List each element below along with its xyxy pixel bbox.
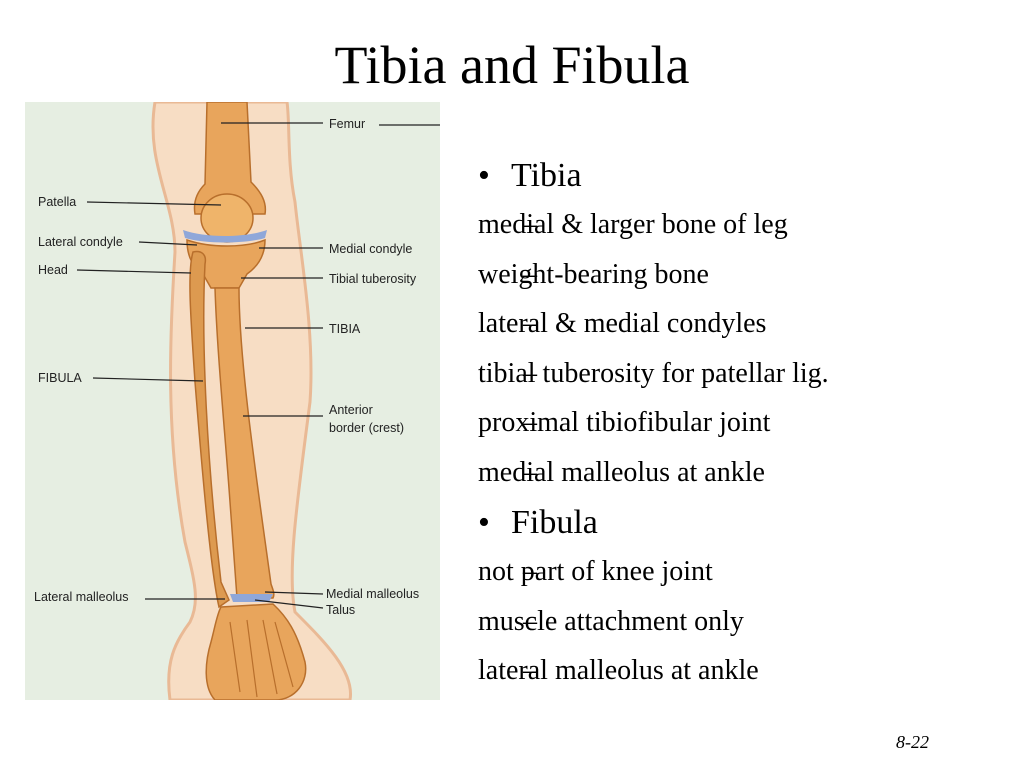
label-medial-malleolus: Medial malleolus [326,587,420,601]
label-medial-condyle: Medial condyle [329,242,413,256]
knee-cartilage [183,230,267,243]
bullet-list: Tibia medial & larger bone of leg weight… [478,152,1008,698]
label-leader-lines [76,122,440,609]
fibula-sub-list: not part of knee joint muscle attachment… [478,547,1008,696]
bullet-fibula: Fibula [478,499,1008,547]
sub-bullet: weight-bearing bone [478,250,1008,300]
sub-bullet: proximal tibiofibular joint [478,398,1008,448]
sub-bullet: lateral & medial condyles [478,299,1008,349]
bullet-group-tibia: Tibia medial & larger bone of leg weight… [478,152,1008,497]
sub-bullet: medial malleolus at ankle [478,448,1008,498]
label-femur: Femur [329,117,366,131]
label-anterior-border-line2: border (crest) [329,421,405,435]
tibia-shaft [214,287,275,599]
label-tibial-tuberosity: Tibial tuberosity [329,272,417,286]
label-lateral-malleolus: Lateral malleolus [34,590,129,604]
label-lateral-condyle: Lateral condyle [38,235,123,249]
slide-number: 8-22 [896,732,929,752]
sub-bullet: not part of knee joint [478,547,1008,597]
slide-title: Tibia and Fibula [334,35,690,95]
patella-bone [200,193,254,243]
sub-bullet: lateral malleolus at ankle [478,646,1008,696]
femur-bone [193,102,267,215]
label-anterior-border-line1: Anterior [329,403,373,417]
fibula-bone [189,250,230,609]
sub-bullet: tibial tuberosity for patellar lig. [478,349,1008,399]
label-head: Head [38,263,68,277]
label-fibula: FIBULA [38,371,82,385]
label-patella: Patella [38,195,77,209]
bullet-group-fibula: Fibula not part of knee joint muscle att… [478,499,1008,696]
sub-bullet: medial & larger bone of leg [478,200,1008,250]
sub-bullet: muscle attachment only [478,597,1008,647]
leg-bones-illustration: Femur Patella Lateral condyle Medial con… [25,102,440,700]
label-talus: Talus [326,603,356,617]
label-tibia: TIBIA [329,322,361,336]
bullet-tibia: Tibia [478,152,1008,200]
ankle-cartilage [230,594,273,602]
tibia-sub-list: medial & larger bone of leg weight-beari… [478,200,1008,497]
leg-anatomy-drawing [76,102,440,700]
